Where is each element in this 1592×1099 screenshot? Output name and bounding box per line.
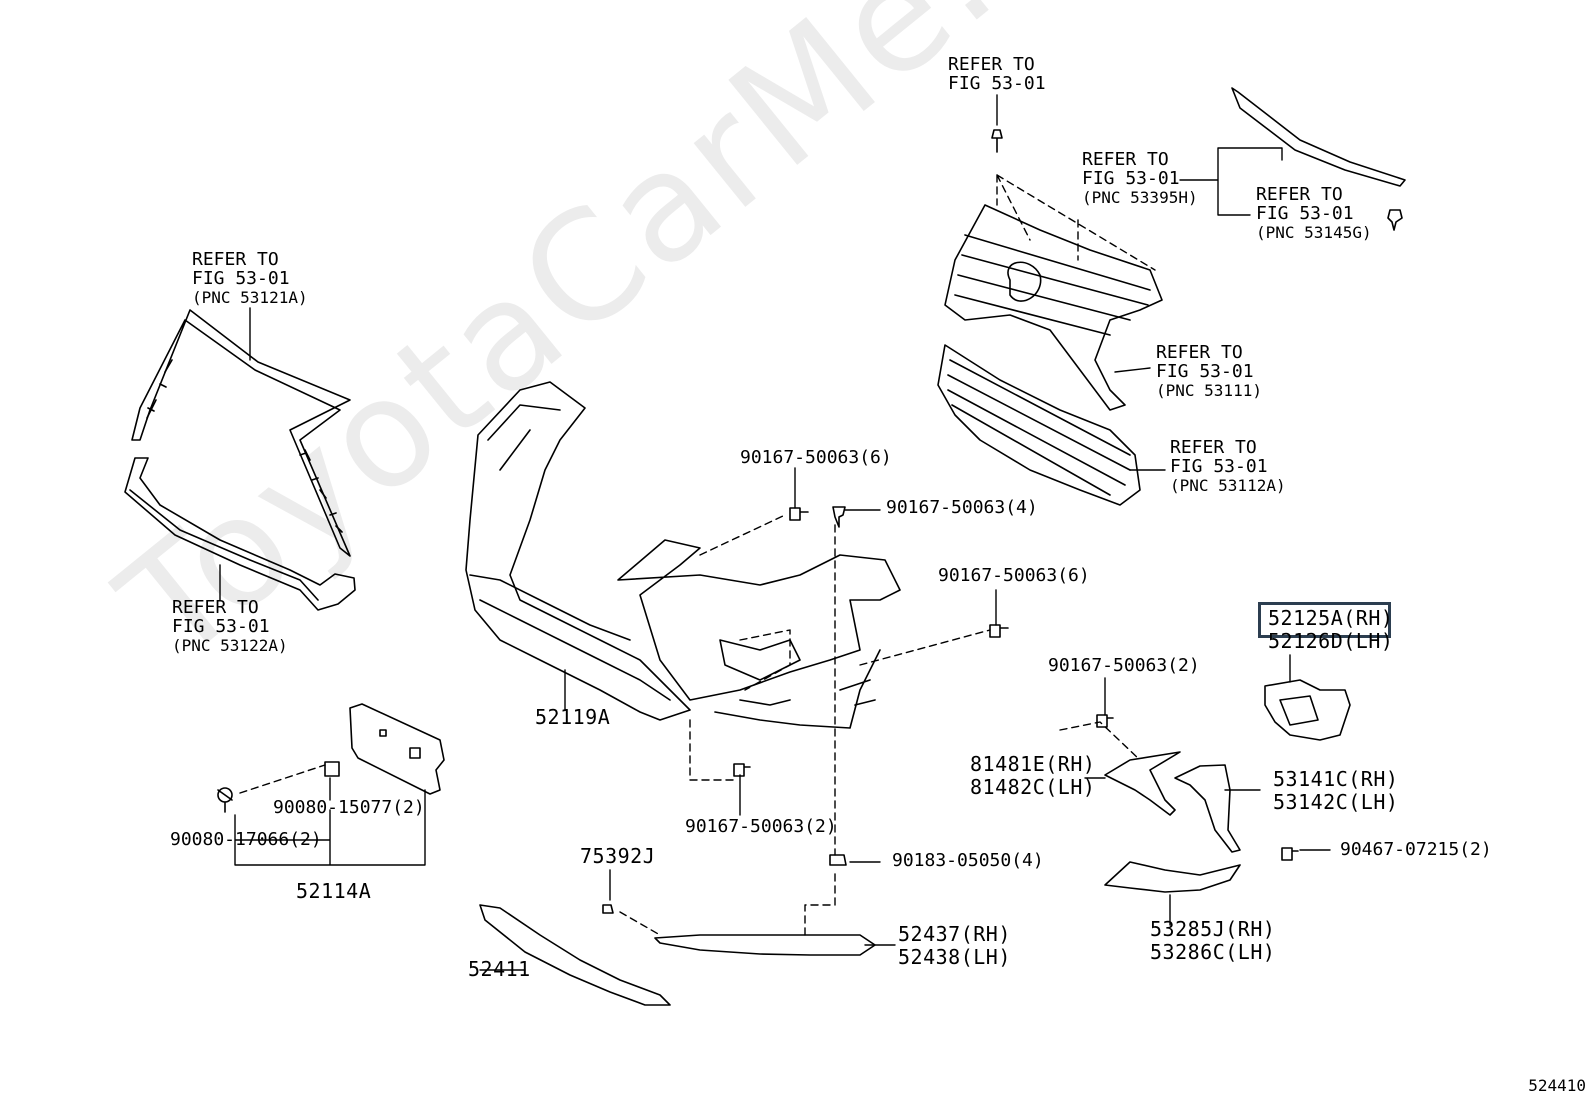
bumper-cover-label: 52119A <box>535 705 611 729</box>
screw-2-bottom-label: 90167-50063(2) <box>685 816 837 837</box>
molding-label: 53285J(RH)53286C(LH) <box>1150 917 1276 964</box>
spoiler-part <box>654 934 876 956</box>
retainer-part <box>1264 679 1351 741</box>
absorber-part <box>479 904 671 1006</box>
nut-90183-label: 90183-05050(4) <box>892 850 1044 871</box>
retainer-label: 52125A(RH)52126D(LH) <box>1268 606 1394 653</box>
emblem-molding-part <box>1231 87 1406 187</box>
grille-frame-part <box>131 309 351 557</box>
lamp-cover-part <box>1104 751 1181 816</box>
square-nut-part <box>324 761 340 777</box>
spoiler-label: 52437(RH)52438(LH) <box>898 922 1011 969</box>
license-bracket-label: 52114A <box>296 879 372 903</box>
nut-15077-label: 90080-15077(2) <box>273 797 425 818</box>
figure-code: 524410 <box>1528 1076 1586 1095</box>
screw-2-right-label: 90167-50063(2) <box>1048 655 1200 676</box>
bumper-cover-part <box>465 381 901 729</box>
clip-90467-label: 90467-07215(2) <box>1340 839 1492 860</box>
lamp-cover-label: 81481E(RH)81482C(LH) <box>970 752 1096 799</box>
highlight-box <box>1258 602 1391 638</box>
fog-molding-part <box>1104 861 1241 893</box>
dashed-lines <box>239 174 1156 936</box>
leader-lines <box>219 94 1331 971</box>
license-bracket-part <box>349 703 445 795</box>
bolt-17066-label: 90080-17066(2) <box>170 829 322 850</box>
garnish-part <box>1174 764 1241 853</box>
screw-4-label: 90167-50063(4) <box>886 497 1038 518</box>
bolt-17066-part <box>217 787 233 813</box>
screw-6-right-label: 90167-50063(6) <box>938 565 1090 586</box>
fastener-icons <box>602 129 1403 914</box>
radiator-grille-part <box>944 204 1163 411</box>
garnish-label: 53141C(RH)53142C(LH) <box>1273 767 1399 814</box>
screw-6-top-label: 90167-50063(6) <box>740 447 892 468</box>
absorber-label: 52411 <box>468 957 531 981</box>
clip-75392-label: 75392J <box>580 844 656 868</box>
lower-grille-part <box>937 344 1141 506</box>
lower-frame-part <box>124 457 356 611</box>
